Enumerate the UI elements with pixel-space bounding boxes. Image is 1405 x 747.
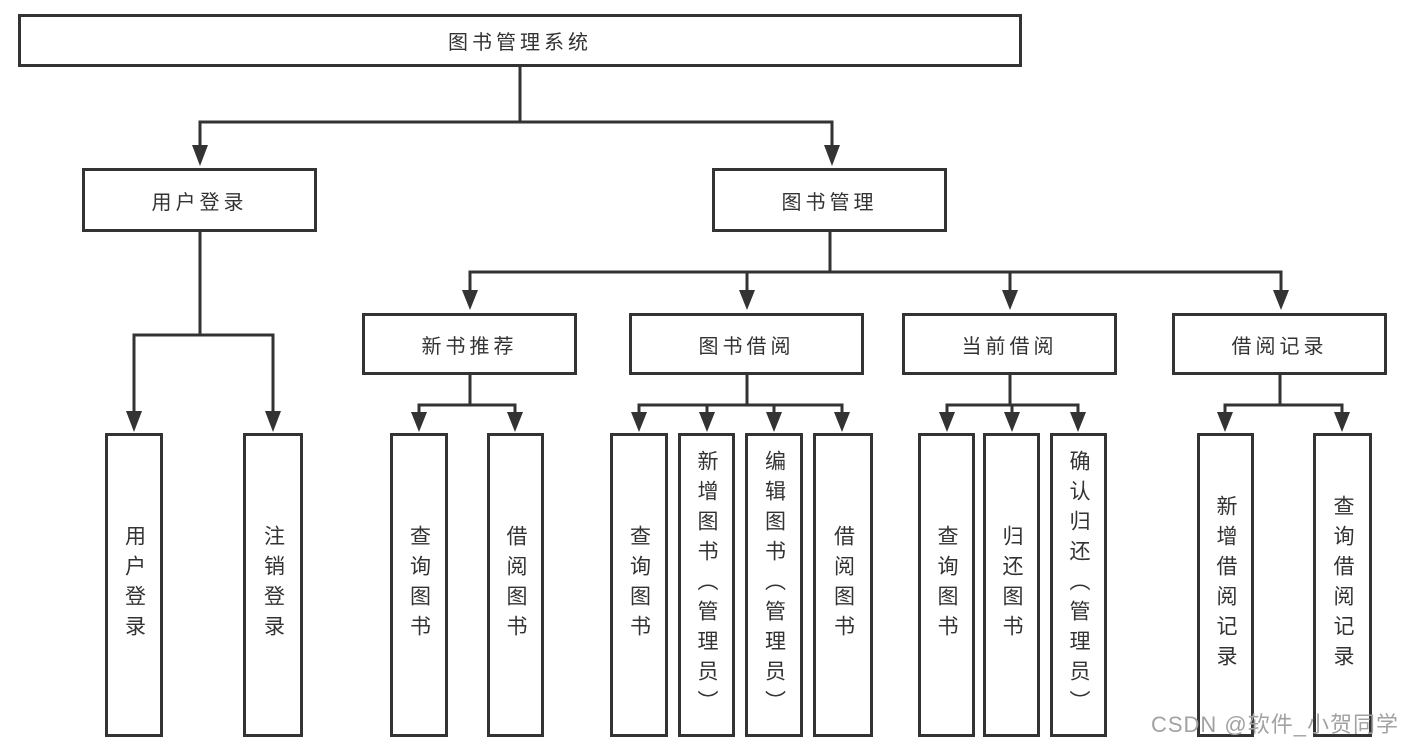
- node-label: 借阅图书: [831, 525, 855, 645]
- connector-root: [198, 65, 834, 149]
- node-label: 借阅记录: [1231, 335, 1328, 358]
- node-label: 图书借阅: [698, 335, 795, 358]
- arrowhead-icon: [1217, 412, 1233, 432]
- node-label: 编辑图书（管理员）: [762, 450, 786, 720]
- node-label: 新增图书（管理员）: [695, 450, 718, 720]
- node-book-management: 图书管理: [712, 168, 947, 232]
- connector-book-management: [468, 230, 1283, 294]
- arrowhead-icon: [834, 412, 850, 432]
- node-current-borrow: 当前借阅: [902, 313, 1117, 375]
- arrowhead-icon: [462, 290, 478, 310]
- leaf-borrow-add-books-admin: 新增图书（管理员）: [678, 433, 735, 737]
- leaf-records-query-record: 查询借阅记录: [1313, 433, 1372, 737]
- node-borrow-records: 借阅记录: [1172, 313, 1387, 375]
- arrowhead-icon: [265, 411, 281, 432]
- node-book-borrow: 图书借阅: [629, 313, 864, 375]
- connector-book-borrow: [637, 373, 844, 416]
- leaf-logout: 注销登录: [243, 433, 303, 737]
- connector-current-borrow: [945, 373, 1080, 416]
- leaf-recommend-query-books: 查询图书: [390, 433, 448, 737]
- leaf-borrow-edit-books-admin: 编辑图书（管理员）: [745, 433, 803, 737]
- arrowheads: [126, 145, 1350, 432]
- node-label: 新书推荐: [421, 335, 518, 358]
- node-label: 用户登录: [122, 525, 146, 645]
- arrowhead-icon: [1002, 290, 1018, 310]
- connector-borrow-records: [1223, 373, 1344, 416]
- arrowhead-icon: [1334, 412, 1350, 432]
- node-label: 借阅图书: [504, 525, 527, 645]
- leaf-recommend-borrow-books: 借阅图书: [487, 433, 544, 737]
- arrowhead-icon: [824, 145, 840, 166]
- node-label: 查询图书: [935, 525, 958, 645]
- arrowhead-icon: [1070, 412, 1086, 432]
- arrowhead-icon: [939, 412, 955, 432]
- leaf-borrow-query-books: 查询图书: [610, 433, 668, 737]
- arrowhead-icon: [192, 145, 208, 166]
- arrowhead-icon: [739, 290, 755, 310]
- leaf-current-confirm-return-admin: 确认归还（管理员）: [1050, 433, 1107, 737]
- node-label: 查询图书: [407, 525, 431, 645]
- node-root: 图书管理系统: [18, 14, 1022, 67]
- arrowhead-icon: [1273, 290, 1289, 310]
- connector-user-login: [132, 230, 275, 415]
- arrowhead-icon: [699, 412, 715, 432]
- arrowhead-icon: [631, 412, 647, 432]
- arrowhead-icon: [126, 411, 142, 432]
- arrowhead-icon: [766, 412, 782, 432]
- connector-new-book-recommend: [417, 373, 517, 416]
- node-label: 当前借阅: [961, 335, 1058, 358]
- node-new-book-recommend: 新书推荐: [362, 313, 577, 375]
- node-label: 查询借阅记录: [1331, 495, 1354, 675]
- watermark: CSDN @软件_小贺同学: [1150, 712, 1399, 737]
- node-label: 归还图书: [1000, 525, 1023, 645]
- node-label: 确认归还（管理员）: [1067, 450, 1090, 720]
- node-label: 注销登录: [261, 525, 285, 645]
- leaf-current-query-books: 查询图书: [918, 433, 975, 737]
- leaf-user-login: 用户登录: [105, 433, 163, 737]
- node-label: 查询图书: [627, 525, 651, 645]
- leaf-records-add-record: 新增借阅记录: [1197, 433, 1254, 737]
- arrowhead-icon: [411, 412, 427, 432]
- node-label: 图书管理: [781, 191, 878, 214]
- leaf-borrow-borrow-books: 借阅图书: [813, 433, 873, 737]
- arrowhead-icon: [1004, 412, 1020, 432]
- arrowhead-icon: [507, 412, 523, 432]
- node-label: 图书管理系统: [448, 32, 592, 54]
- node-label: 新增借阅记录: [1214, 495, 1237, 675]
- node-user-login: 用户登录: [82, 168, 317, 232]
- node-label: 用户登录: [151, 191, 248, 214]
- leaf-current-return-books: 归还图书: [983, 433, 1040, 737]
